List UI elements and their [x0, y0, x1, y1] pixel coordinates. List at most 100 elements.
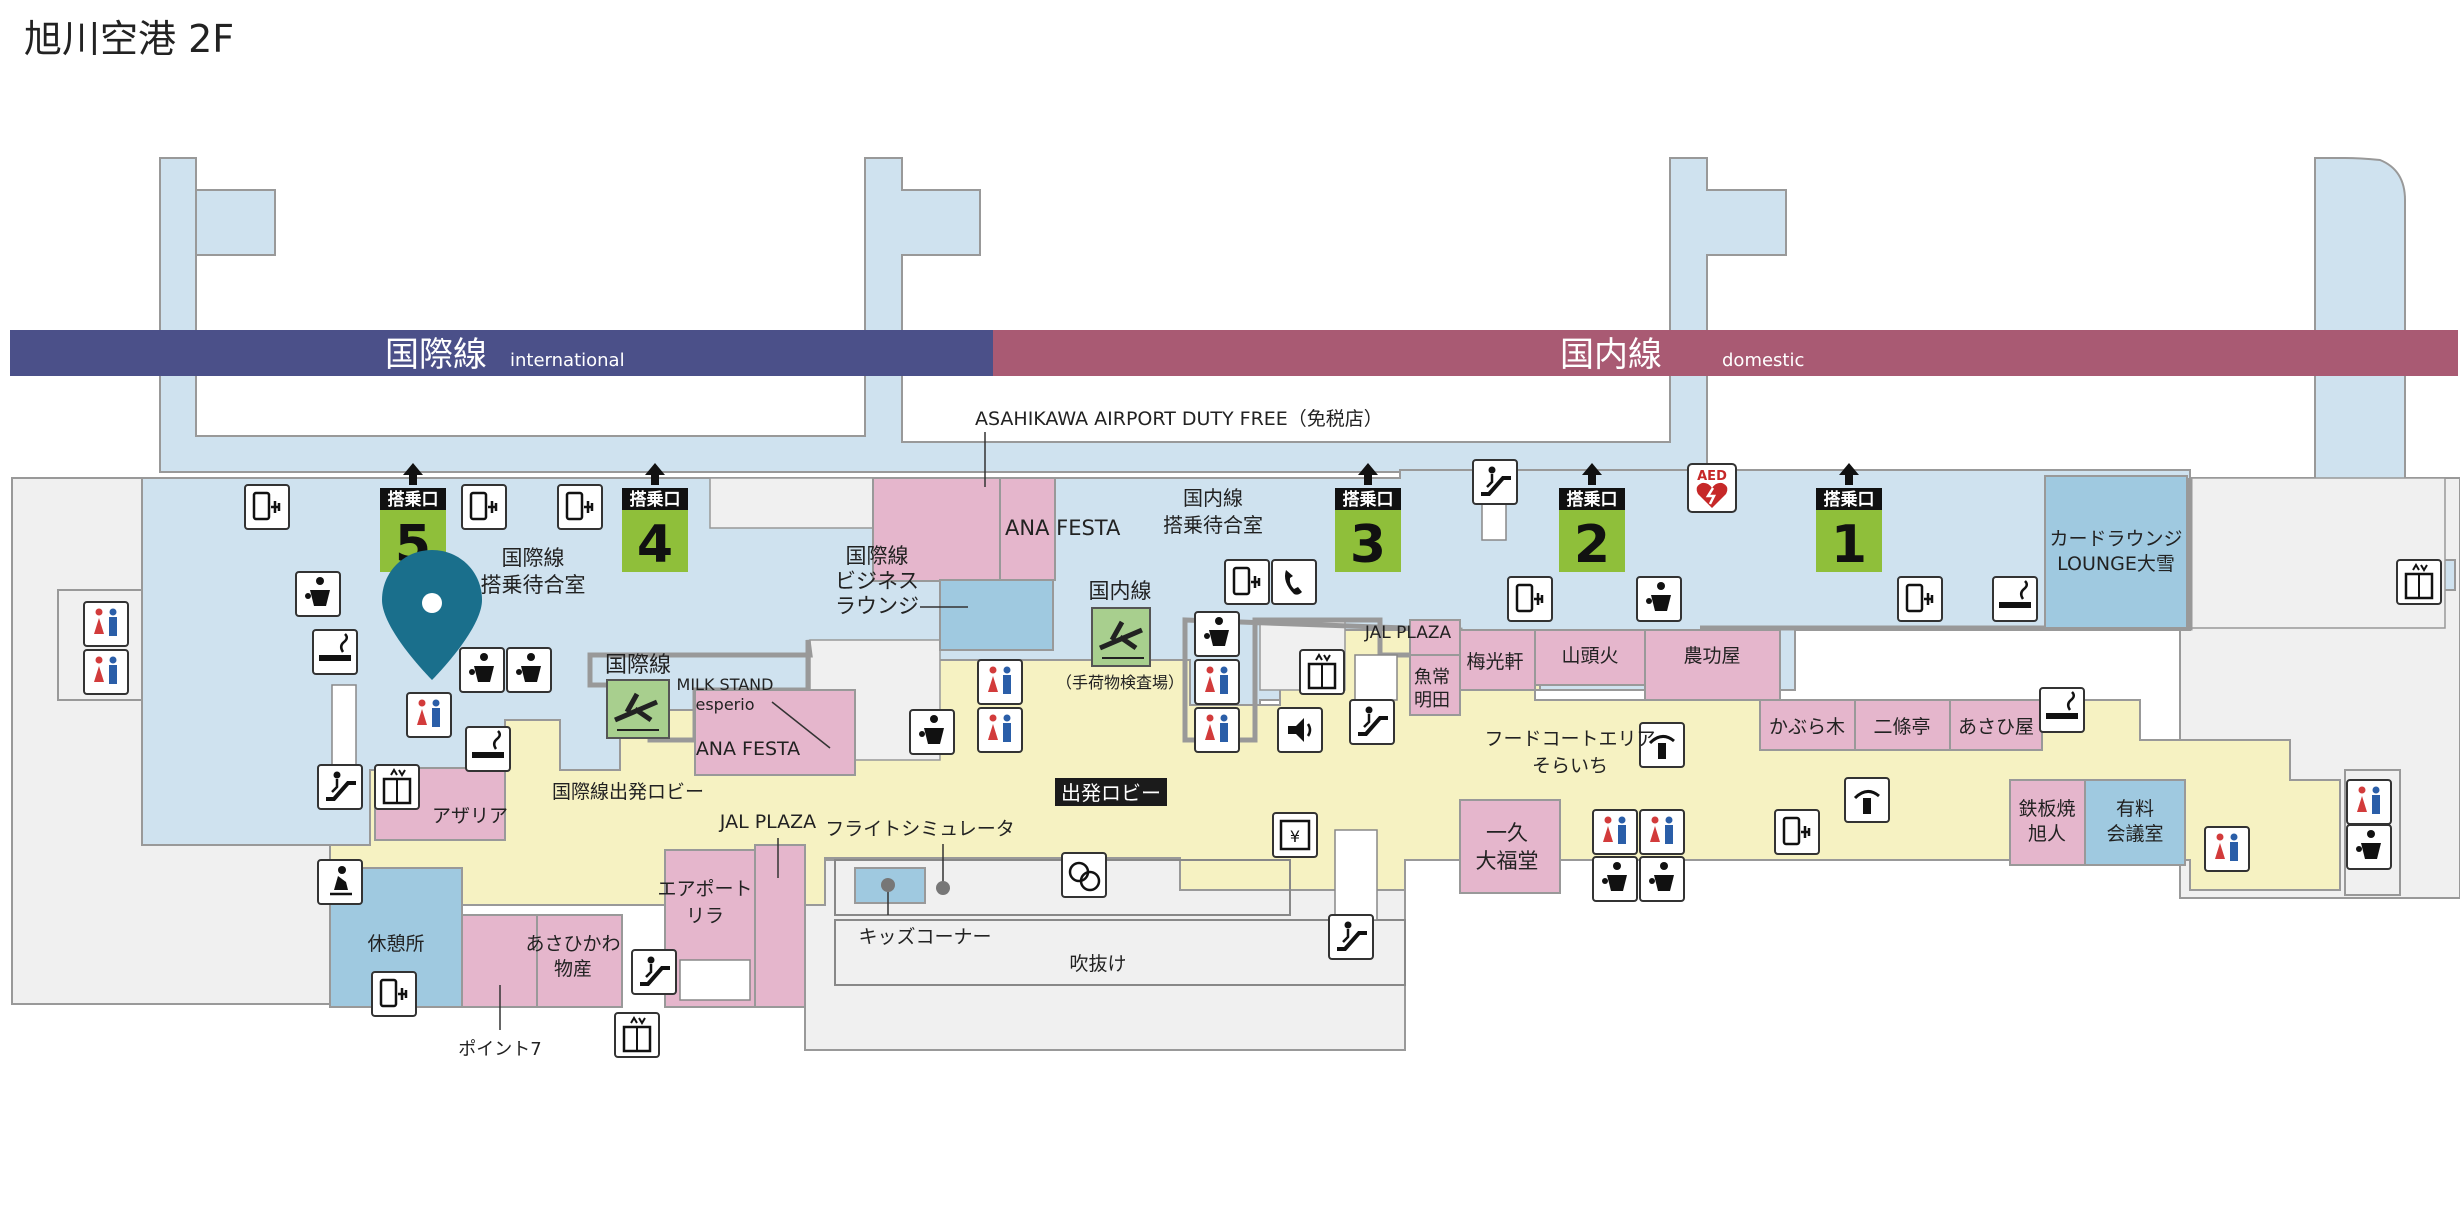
card-lounge-label: LOUNGE大雪: [2057, 553, 2175, 575]
smoking-area-icon: [465, 726, 511, 772]
svg-text:AED: AED: [1697, 469, 1727, 484]
noukouya-label: 農功屋: [1683, 645, 1740, 667]
elevator-icon: [1299, 649, 1345, 695]
dom-security-check: [1091, 607, 1151, 667]
uoj-shop: [1409, 654, 1461, 716]
duty-free-label: ASAHIKAWA AIRPORT DUTY FREE（免税店）: [975, 408, 1383, 430]
international-band: [10, 330, 993, 376]
gate-number: 3: [1350, 515, 1386, 575]
restroom-icon: [406, 692, 452, 738]
flight-sim-label: フライトシミュレータ: [825, 818, 1015, 840]
santouka-label: 山頭火: [1561, 645, 1618, 667]
atm-icon: ¥: [1272, 812, 1318, 858]
phone-charging-icon: [557, 484, 603, 530]
escalator-icon: [1472, 459, 1518, 505]
intl-check-label: 国際線: [605, 653, 671, 678]
nursing-room-icon: [1636, 576, 1682, 622]
gate-number: 2: [1574, 515, 1610, 575]
asahikawa-bussan-shop: [536, 914, 623, 1008]
airport-lira-label: エアポート: [657, 878, 752, 900]
noukouya-shop: [1644, 629, 1781, 701]
international-band-label: 国際線: [385, 335, 487, 375]
business-lounge-area: [939, 579, 1054, 651]
security-boundary: [1700, 478, 2193, 631]
svg-text:¥: ¥: [1290, 827, 1300, 846]
ana-festa-bottom-label: ANA FESTA: [696, 738, 800, 760]
asahikawa-bussan-label: あさひかわ: [525, 933, 620, 955]
restroom-icon: [1194, 659, 1240, 705]
international-band-sublabel: international: [510, 350, 625, 371]
intl-waiting-label: 搭乗待合室: [481, 573, 586, 597]
milk-stand-label: esperio: [696, 695, 755, 714]
smoking-area-icon: [1992, 576, 2038, 622]
smoking-area-icon: [312, 629, 358, 675]
gate-number: 1: [1831, 515, 1867, 575]
hearing-loop-icon: [1277, 707, 1323, 753]
ikkyu-label: 一久: [1486, 821, 1528, 845]
baikoken-shop: [1459, 629, 1536, 691]
santouka-shop: [1534, 629, 1646, 686]
atrium-railing: [834, 919, 1406, 986]
asahiya-label: あさひ屋: [1958, 716, 2034, 738]
phone-charging-icon: [461, 484, 507, 530]
restroom-icon: [1592, 809, 1638, 855]
business-lounge-label: ラウンジ: [835, 594, 919, 618]
nursing-room-icon: [1194, 611, 1240, 657]
restroom-icon: [2346, 779, 2392, 825]
business-lounge-label: ビジネス: [835, 569, 919, 593]
departure-lobby-badge: [1055, 778, 1167, 806]
ikkyu-shop: [1459, 799, 1561, 894]
foodcourt-label: フードコートエリア: [1484, 728, 1655, 750]
nursing-room-icon: [506, 647, 552, 693]
teppanyaki-shop: [2009, 779, 2086, 866]
meeting-room-label: 会議室: [2106, 823, 2163, 845]
nursing-room-icon: [2346, 824, 2392, 870]
phone-charging-icon: [371, 971, 417, 1017]
dom-waiting-label: 搭乗待合室: [1163, 513, 1263, 537]
prayer-room-icon: [317, 859, 363, 905]
point7-label: ポイント7: [458, 1039, 541, 1060]
dom-check-label: （手荷物検査場）: [1056, 673, 1184, 692]
gate-1-badge: 搭乗口 1: [1816, 463, 1882, 575]
gray-zone: [709, 477, 876, 529]
gate-number: 4: [637, 515, 673, 575]
gate-label: 搭乗口: [388, 489, 439, 510]
gate-label: 搭乗口: [1824, 489, 1875, 510]
domestic-band-sublabel: domestic: [1722, 350, 1804, 371]
telephone-icon: [1271, 559, 1317, 605]
domestic-band: [993, 330, 2458, 376]
nijoutei-label: 二條亭: [1873, 716, 1930, 738]
gate-3-badge: 搭乗口 3: [1335, 463, 1401, 575]
restroom-icon: [2204, 826, 2250, 872]
phone-charging-icon: [1224, 559, 1270, 605]
restroom-icon: [977, 659, 1023, 705]
nursing-room-icon: [295, 571, 341, 617]
elevator-icon: [374, 764, 420, 810]
jal-plaza-top-label: JAL PLAZA: [1364, 623, 1452, 643]
teppanyaki-label: 鉄板焼: [2018, 798, 2075, 820]
jal-plaza-top-shop: [1409, 619, 1461, 656]
location-pin-icon[interactable]: [382, 550, 482, 680]
phone-charging-icon: [1774, 809, 1820, 855]
escalator-icon: [1349, 699, 1395, 745]
escalator-icon: [631, 949, 677, 995]
elevator-icon: [2396, 559, 2442, 605]
restroom-icon: [1194, 707, 1240, 753]
jal-plaza-bottom-label: JAL PLAZA: [719, 811, 816, 833]
intl-departure-lobby-label: 国際線出発ロビー: [552, 781, 704, 803]
gate-label: 搭乗口: [1343, 489, 1394, 510]
smoking-area-icon: [2039, 687, 2085, 733]
currency-exchange-icon: [1061, 852, 1107, 898]
meeting-room-label: 有料: [2116, 798, 2154, 820]
kaburaki-shop: [1759, 699, 1856, 751]
meeting-room: [2084, 779, 2186, 866]
card-lounge-label: カードラウンジ: [2049, 528, 2182, 550]
baikoken-label: 梅光軒: [1466, 651, 1523, 673]
restroom-icon: [1639, 809, 1685, 855]
escalator-steps: [331, 499, 1507, 1001]
departure-lobby-label: 出発ロビー: [1061, 781, 1161, 805]
ana-festa-top-shop: [999, 477, 1056, 581]
